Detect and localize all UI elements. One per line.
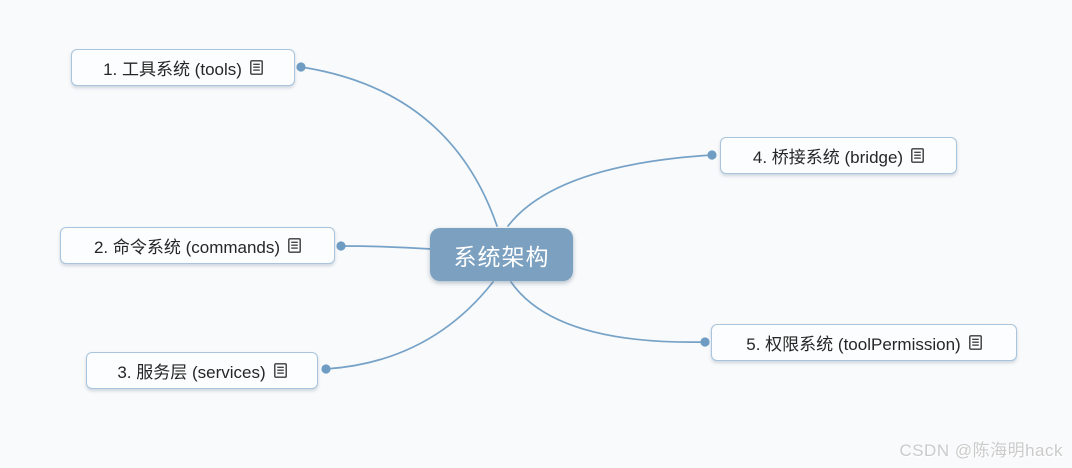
note-icon[interactable] (911, 148, 924, 163)
node-label: 4. 桥接系统 (bridge) (752, 148, 904, 167)
node-tools[interactable]: 1. 工具系统 (tools) (71, 49, 295, 86)
collapse-handle-bridge[interactable] (707, 150, 717, 160)
edge-toolpermission (510, 281, 706, 343)
edge-bridge (507, 154, 713, 227)
edge-services (325, 281, 494, 370)
collapse-handle-commands[interactable] (336, 241, 346, 251)
note-icon[interactable] (288, 238, 301, 253)
node-label: 5. 权限系统 (toolPermission) (746, 335, 961, 354)
node-label: 1. 工具系统 (tools) (103, 60, 242, 79)
node-bridge[interactable]: 4. 桥接系统 (bridge) (720, 137, 957, 174)
note-icon[interactable] (968, 335, 982, 350)
edge-commands (340, 245, 432, 250)
collapse-handle-tools[interactable] (296, 62, 306, 72)
root-node-system-architecture[interactable]: 系统架构 (430, 228, 573, 281)
node-services[interactable]: 3. 服务层 (services) (86, 352, 318, 389)
node-label: 3. 服务层 (services) (117, 363, 266, 382)
collapse-handle-services[interactable] (321, 364, 331, 374)
node-toolpermission[interactable]: 5. 权限系统 (toolPermission) (711, 324, 1017, 361)
root-node-label: 系统架构 (453, 243, 550, 270)
note-icon[interactable] (273, 363, 287, 378)
node-label: 2. 命令系统 (commands) (93, 238, 281, 257)
collapse-handle-toolpermission[interactable] (700, 337, 710, 347)
node-commands[interactable]: 2. 命令系统 (commands) (60, 227, 335, 264)
edge-tools (300, 66, 498, 227)
note-icon[interactable] (250, 60, 263, 75)
csdn-watermark: CSDN @陈海明hack (899, 441, 1063, 460)
